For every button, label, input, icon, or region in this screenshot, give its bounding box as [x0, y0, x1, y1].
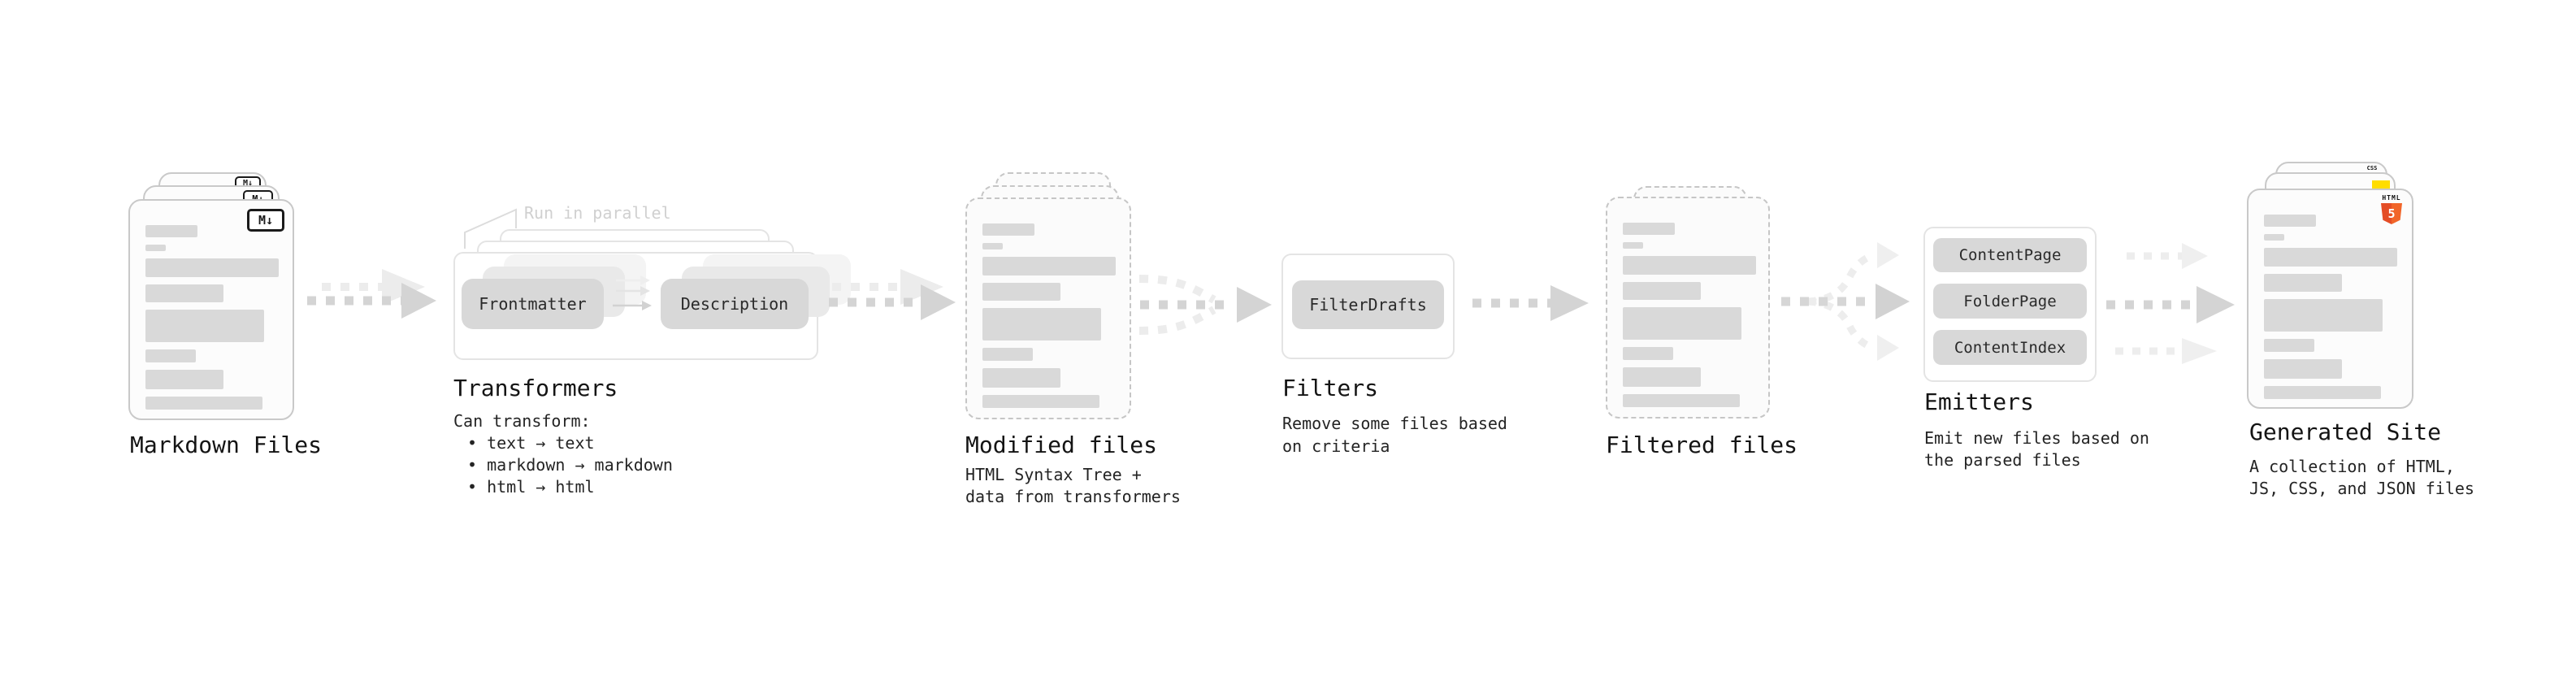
html5-icon-label: HTML [2382, 194, 2401, 202]
description-line: A collection of HTML, [2249, 457, 2455, 476]
html5-icon-number: 5 [2387, 206, 2396, 221]
split-arrow-filtered-to-emitters [1781, 242, 1910, 361]
placeholder-bar [2264, 339, 2314, 352]
placeholder-bar [145, 245, 166, 251]
stage-title-transformers: Transformers [453, 375, 618, 401]
placeholder-bar [1623, 282, 1701, 300]
note-leader-line [464, 208, 517, 249]
merge-arrow-modified-to-filters [1138, 275, 1272, 335]
placeholder-bar [2264, 234, 2284, 241]
flow-arrows-emitters-to-site [2106, 243, 2235, 364]
bullet-item: • text → text [467, 433, 595, 453]
document-placeholder-lines [145, 225, 279, 410]
flow-arrow-markdown-to-transformers [307, 269, 436, 319]
bullet-item: • html → html [467, 477, 595, 497]
description-line: HTML Syntax Tree + [965, 465, 1142, 484]
placeholder-bar [982, 257, 1116, 275]
html5-icon: HTML 5 [2381, 195, 2402, 224]
stage-title-generated-site: Generated Site [2249, 419, 2442, 445]
markdown-icon: M↓ [247, 209, 284, 232]
site-card-html: HTML 5 [2247, 189, 2413, 409]
stage-title-modified-files: Modified files [965, 432, 1158, 458]
transformer-pill-frontmatter: Frontmatter [462, 279, 604, 329]
placeholder-bar [982, 223, 1034, 236]
placeholder-bar [2264, 359, 2342, 379]
placeholder-bar [982, 348, 1033, 361]
stage-title-markdown-files: Markdown Files [130, 432, 323, 458]
description-line: the parsed files [1924, 450, 2081, 470]
html5-icon-shield: 5 [2381, 203, 2402, 224]
document-placeholder-lines [1623, 223, 1756, 407]
js-icon [2372, 180, 2390, 190]
placeholder-bar [1623, 347, 1673, 360]
run-in-parallel-note: Run in parallel [524, 203, 671, 223]
placeholder-bar [2264, 248, 2397, 267]
description-line: on criteria [1282, 436, 1390, 456]
stage-description-emitters: Emit new files based on the parsed files [1924, 427, 2149, 471]
placeholder-bar [1623, 223, 1675, 235]
placeholder-bar [982, 283, 1060, 301]
markdown-file-card: M↓ [128, 199, 294, 420]
description-line: data from transformers [965, 487, 1181, 506]
stage-description-generated-site: A collection of HTML, JS, CSS, and JSON … [2249, 456, 2474, 500]
placeholder-bar [1623, 394, 1740, 407]
placeholder-bar [145, 258, 279, 277]
placeholder-bar [2264, 215, 2316, 227]
emitter-pill-contentpage: ContentPage [1933, 238, 2087, 272]
placeholder-bar [1623, 367, 1701, 387]
description-line: JS, CSS, and JSON files [2249, 479, 2474, 498]
placeholder-bar [145, 310, 264, 342]
placeholder-bar [1623, 242, 1643, 249]
placeholder-bar [2264, 386, 2381, 399]
stage-title-filters: Filters [1282, 375, 1379, 401]
stage-title-filtered-files: Filtered files [1606, 432, 1798, 458]
transformer-pill-description: Description [661, 279, 809, 329]
placeholder-bar [1623, 256, 1756, 275]
placeholder-bar [145, 349, 196, 362]
placeholder-bar [982, 308, 1101, 340]
placeholder-bar [145, 397, 262, 410]
stage-description-modified-files: HTML Syntax Tree + data from transformer… [965, 464, 1181, 508]
stage-description-filters: Remove some files based on criteria [1282, 412, 1507, 458]
bullet-item: • markdown → markdown [467, 455, 673, 475]
flow-arrow-transformers-to-modified [829, 269, 956, 320]
emitter-pill-contentindex: ContentIndex [1933, 330, 2087, 365]
description-line: Can transform: [453, 411, 591, 431]
placeholder-bar [2264, 299, 2383, 332]
placeholder-bar [2264, 274, 2342, 292]
document-placeholder-lines [982, 223, 1116, 408]
placeholder-bar [1623, 307, 1741, 340]
flow-arrow-filters-to-filtered [1472, 285, 1589, 321]
modified-file-card [965, 197, 1131, 419]
pill-connector-arrows-icon [613, 275, 652, 310]
placeholder-bar [982, 368, 1060, 388]
placeholder-bar [982, 243, 1003, 249]
emitter-pill-folderpage: FolderPage [1933, 284, 2087, 319]
placeholder-bar [145, 225, 197, 237]
css-icon-label: CSS [2366, 165, 2378, 171]
description-line: Remove some files based [1282, 414, 1507, 433]
placeholder-bar [145, 284, 223, 302]
filter-pill-filterdrafts: FilterDrafts [1292, 280, 1444, 329]
placeholder-bar [982, 395, 1099, 408]
description-line: Emit new files based on [1924, 428, 2149, 448]
stage-title-emitters: Emitters [1924, 388, 2034, 415]
stage-description-transformers: Can transform: • text → text • markdown … [453, 410, 673, 498]
document-placeholder-lines [2264, 215, 2397, 399]
placeholder-bar [145, 370, 223, 389]
filtered-file-card [1606, 197, 1770, 419]
